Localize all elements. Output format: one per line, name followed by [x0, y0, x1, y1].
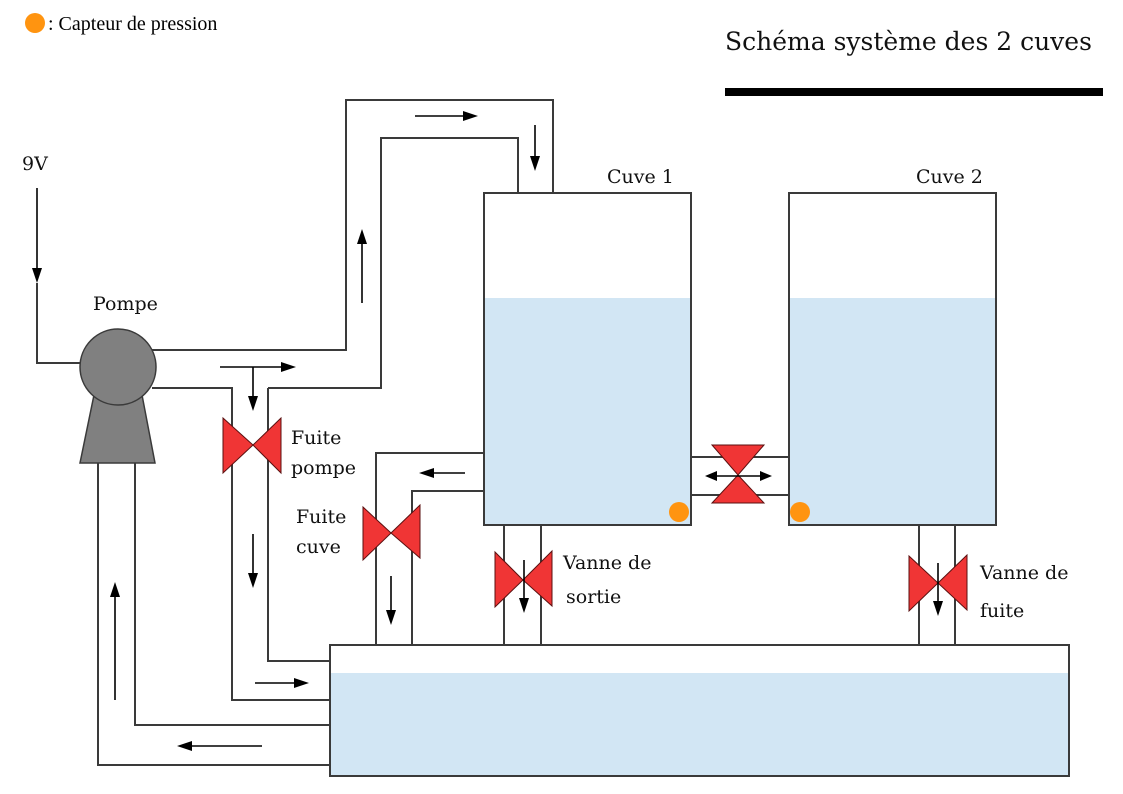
supply-pipe-inner	[268, 137, 519, 389]
tank-2-label: Cuve 2	[916, 166, 983, 188]
tank-1-pressure-sensor-icon[interactable]	[669, 502, 689, 522]
tank-2-pressure-sensor-icon[interactable]	[790, 502, 810, 522]
reservoir-water	[331, 673, 1068, 775]
tank-2	[788, 192, 997, 526]
valve-pump-leak[interactable]	[222, 416, 282, 475]
leak-pipe-right	[267, 388, 330, 662]
tank-1-label: Cuve 1	[607, 166, 674, 188]
tank-1	[483, 192, 692, 526]
suction-pipe-inner	[134, 463, 330, 726]
valve-tank-leak-label-2: cuve	[296, 536, 341, 558]
valve-outlet-label-1: Vanne de	[562, 552, 651, 574]
return-pipe-inner-left	[152, 387, 330, 701]
valve-leak-left	[908, 554, 939, 613]
pump-label: Pompe	[93, 293, 158, 315]
valve-leak-label-1: Vanne de	[979, 562, 1068, 584]
flow-arrow-down-tee-head	[248, 396, 258, 411]
suction-pipe-outer	[97, 463, 330, 766]
reservoir	[329, 644, 1070, 777]
tank-2-outline	[788, 192, 997, 526]
tank-leak-pipe-outer	[375, 452, 484, 645]
tank-leak-pipe-inner	[411, 490, 484, 645]
power-label: 9V	[22, 153, 48, 175]
flow-arrow-right-head	[281, 362, 296, 372]
valve-outlet[interactable]	[494, 549, 553, 609]
valve-leak[interactable]	[908, 553, 968, 613]
valve-pump-leak-label-2: pompe	[291, 457, 356, 479]
flow-arrow-suction-left-head	[177, 741, 192, 751]
legend-text: : Capteur de pression	[48, 13, 217, 35]
valve-tank-leak[interactable]	[362, 503, 421, 562]
valve-pump-leak-right	[252, 416, 282, 475]
valve-outlet-label-2: sortie	[566, 586, 621, 608]
diagram-title: Schéma système des 2 cuves	[725, 27, 1092, 56]
power-wire	[36, 283, 82, 364]
valve-pump-leak-label-1: Fuite	[291, 427, 341, 449]
flow-arrow-bidirectional-right-head	[760, 471, 772, 481]
valve-tank-leak-right	[390, 503, 421, 560]
valve-outlet-right	[522, 549, 553, 608]
flow-arrow-bidirectional-left-head	[705, 471, 717, 481]
pump-icon[interactable]	[79, 328, 157, 406]
flow-arrow-leak2-down-head	[933, 601, 943, 616]
valve-tank-leak-left	[362, 505, 392, 562]
flow-arrow-up-head	[357, 229, 367, 244]
flow-arrow-top-head	[463, 111, 478, 121]
valve-connect-bottom	[710, 474, 766, 504]
valve-outlet-left	[494, 550, 524, 609]
valve-connect[interactable]	[710, 444, 766, 504]
legend-sensor-icon	[25, 13, 45, 33]
valve-leak-label-2: fuite	[980, 600, 1024, 622]
valve-pump-leak-left	[222, 416, 254, 475]
flow-arrow-tank-leak-left-head	[419, 468, 434, 478]
reservoir-outline	[329, 644, 1070, 777]
supply-pipe-outer	[152, 99, 554, 351]
valve-leak-right	[937, 553, 968, 612]
power-arrow-head	[32, 268, 42, 283]
flow-arrow-leak-down-head	[248, 573, 258, 588]
flow-arrow-into-tank1-head	[530, 156, 540, 171]
flow-arrow-suction-up-head	[110, 582, 120, 597]
valve-tank-leak-label-1: Fuite	[296, 506, 346, 528]
valve-connect-top	[710, 444, 766, 476]
flow-arrow-outlet-down-head	[519, 598, 529, 613]
title-underline	[725, 88, 1103, 96]
tank-1-outline	[483, 192, 692, 526]
tank-1-water	[485, 298, 690, 524]
flow-arrow-leak-right-head	[294, 678, 309, 688]
tank-2-water	[790, 298, 995, 524]
flow-arrow-tank-leak-down-head	[386, 610, 396, 625]
